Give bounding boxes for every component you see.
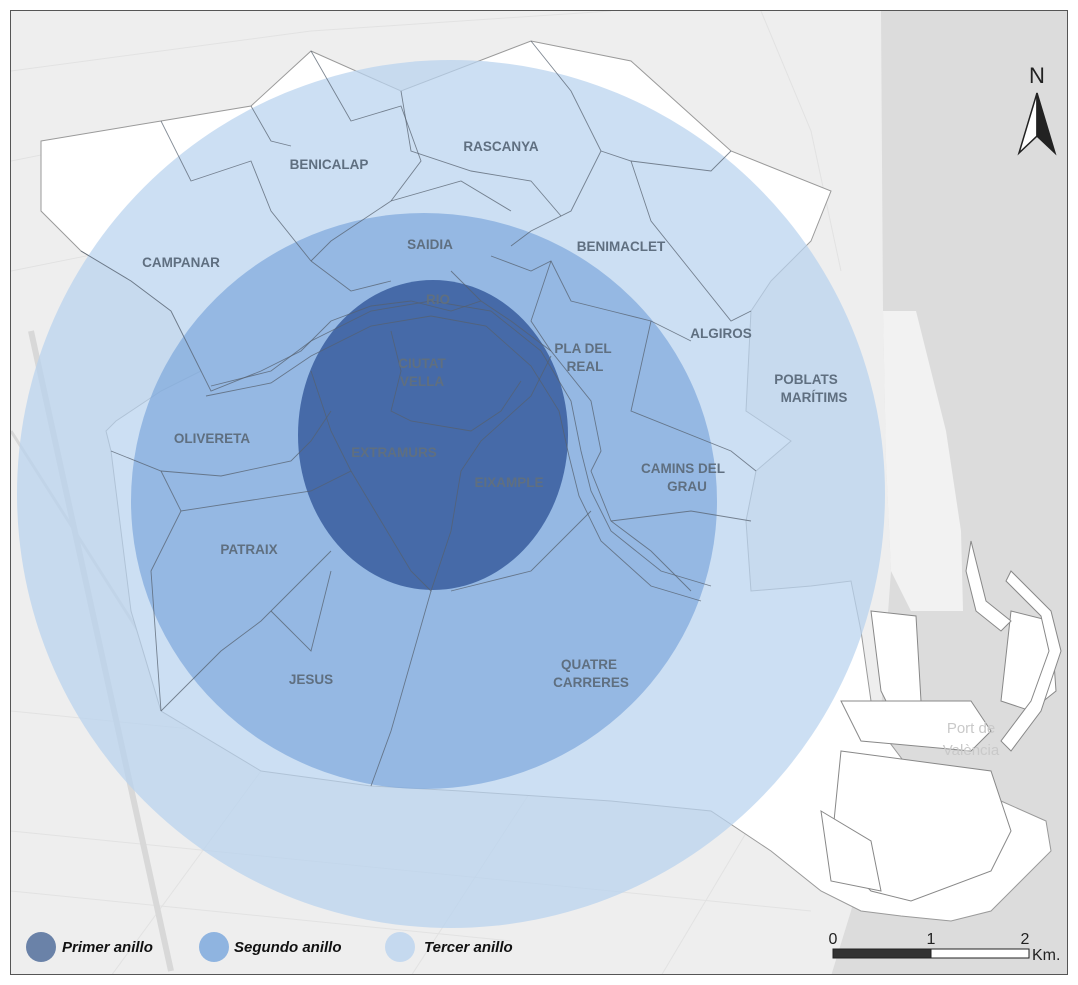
label-rio: RIO [426,292,450,307]
scale-bar-segment-1 [832,948,932,959]
legend-swatch-segundo [199,932,229,962]
label-extramurs: EXTRAMURS [351,445,437,460]
legend-swatch-primer [26,932,56,962]
map-canvas[interactable]: Port de València BENICALA [11,11,1068,975]
scale-tick-0: 0 [829,931,838,948]
legend-swatch-tercer [385,932,415,962]
scale-bar-segment-2 [930,948,1030,959]
scale-tick-1: 1 [927,931,936,948]
label-ciutat-vella-1: CIUTAT [398,356,446,371]
label-camins-del-grau-1: CAMINS DEL [641,461,725,476]
port-label-line-2: València [943,742,1000,759]
label-olivereta: OLIVERETA [174,431,251,446]
label-algiros: ALGIROS [690,326,752,341]
label-benicalap: BENICALAP [290,157,369,172]
scale-bar: 0 1 2 Km. [829,931,1061,964]
legend: Primer anillo Segundo anillo Tercer anil… [26,932,513,962]
label-quatre-carreres-1: QUATRE [561,657,617,672]
legend-label-tercer: Tercer anillo [424,939,513,956]
label-patraix: PATRAIX [220,542,277,557]
beach-strip [883,311,963,611]
label-pla-del-real-2: REAL [567,359,604,374]
river-turia [205,300,712,602]
legend-label-segundo: Segundo anillo [234,939,342,956]
port-label-line-1: Port de [947,720,995,737]
label-rascanya: RASCANYA [463,139,539,154]
label-ciutat-vella-2: VELLA [400,374,445,389]
label-poblats-maritims-2: MARÍTIMS [781,390,848,405]
legend-label-primer: Primer anillo [62,939,153,956]
scale-unit: Km. [1032,947,1060,964]
scale-tick-2: 2 [1021,931,1030,948]
north-label: N [1029,63,1045,88]
port-structures [820,540,1057,902]
label-pla-del-real-1: PLA DEL [554,341,611,356]
north-arrow-icon: N [1017,63,1057,156]
label-eixample: EIXAMPLE [474,475,543,490]
label-saidia: SAIDIA [407,237,453,252]
district-labels: BENICALAP RASCANYA CAMPANAR SAIDIA BENIM… [142,139,847,690]
label-poblats-maritims-1: POBLATS [774,372,838,387]
map-frame: Port de València BENICALA [10,10,1068,975]
label-campanar: CAMPANAR [142,255,220,270]
label-camins-del-grau-2: GRAU [667,479,707,494]
ring-primer[interactable] [298,280,568,590]
district-boundaries [80,40,757,787]
port-breakwater [1000,570,1062,752]
label-benimaclet: BENIMACLET [577,239,666,254]
label-jesus: JESUS [289,672,333,687]
label-quatre-carreres-2: CARRERES [553,675,629,690]
